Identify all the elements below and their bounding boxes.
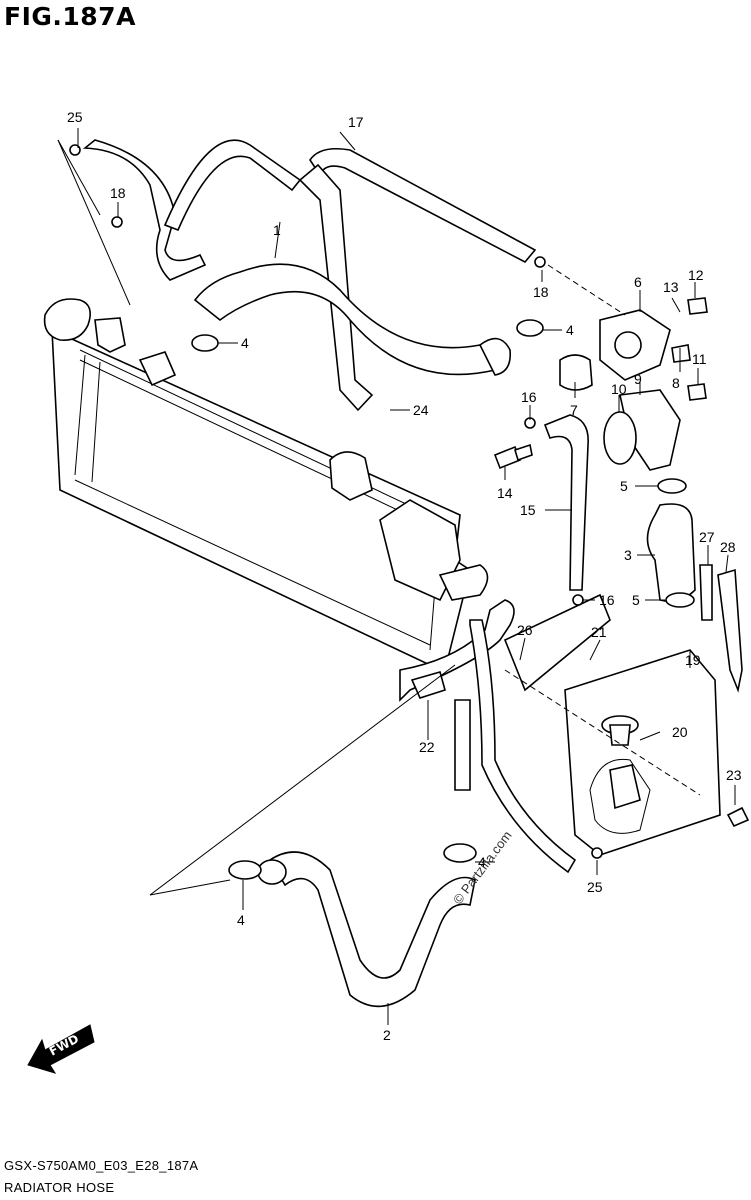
figure-title: FIG.187A [4,2,136,31]
hose-top-left [82,139,302,281]
callout-3: 3 [624,547,632,563]
callout-21: 21 [591,624,607,640]
callout-8: 8 [672,375,680,391]
callout-23: 23 [726,767,742,783]
callout-numbers: 25 17 18 1 18 6 13 12 4 4 24 8 11 16 10 … [67,109,742,1043]
callout-16-lower: 16 [599,592,615,608]
callout-18-left: 18 [110,185,126,201]
hose-2 [257,851,476,1008]
callout-26: 26 [517,622,533,638]
hose-24 [469,619,577,874]
callout-28: 28 [720,539,736,555]
clamps-4 [191,319,544,880]
callout-12: 12 [688,267,704,283]
callout-7: 7 [570,402,578,418]
callout-22: 22 [419,739,435,755]
callout-27: 27 [699,529,715,545]
callout-4-lower-left: 4 [237,912,245,928]
thermostat-housing [559,297,708,471]
leader-lines [57,128,736,1025]
callout-19: 19 [685,652,701,668]
reservoir-tank [564,649,721,856]
callout-4-lower-right: 4 [478,854,486,870]
callout-1: 1 [273,222,281,238]
hose-3 [646,503,696,603]
callout-25-bottom: 25 [587,879,603,895]
radiator [43,298,489,672]
callout-25-top: 25 [67,109,83,125]
callout-4-upper-right: 4 [566,322,574,338]
clamps-5 [657,478,695,608]
hose-1 [193,263,512,376]
fwd-arrow: FWD [27,1024,95,1074]
bolt-14 [493,443,533,470]
callout-11: 11 [692,351,707,367]
callout-17: 17 [348,114,364,130]
callout-10: 10 [611,381,627,397]
callout-6: 6 [634,274,642,290]
callout-18-right: 18 [533,284,549,300]
callout-20: 20 [672,724,688,740]
callout-14: 14 [497,485,513,501]
callout-9: 9 [634,371,642,387]
callout-16-upper: 16 [521,389,537,405]
callout-5-upper: 5 [620,478,628,494]
hose-15 [543,414,589,591]
diagram-caption: RADIATOR HOSE [4,1180,115,1195]
callout-24: 24 [413,402,429,418]
callout-15: 15 [520,502,536,518]
diagram-code: GSX-S750AM0_E03_E28_187A [4,1158,199,1173]
callout-2: 2 [383,1027,391,1043]
callout-5-lower: 5 [632,592,640,608]
brackets-27-28 [699,564,743,693]
callout-4-upper-left: 4 [241,335,249,351]
callout-13: 13 [663,279,679,295]
